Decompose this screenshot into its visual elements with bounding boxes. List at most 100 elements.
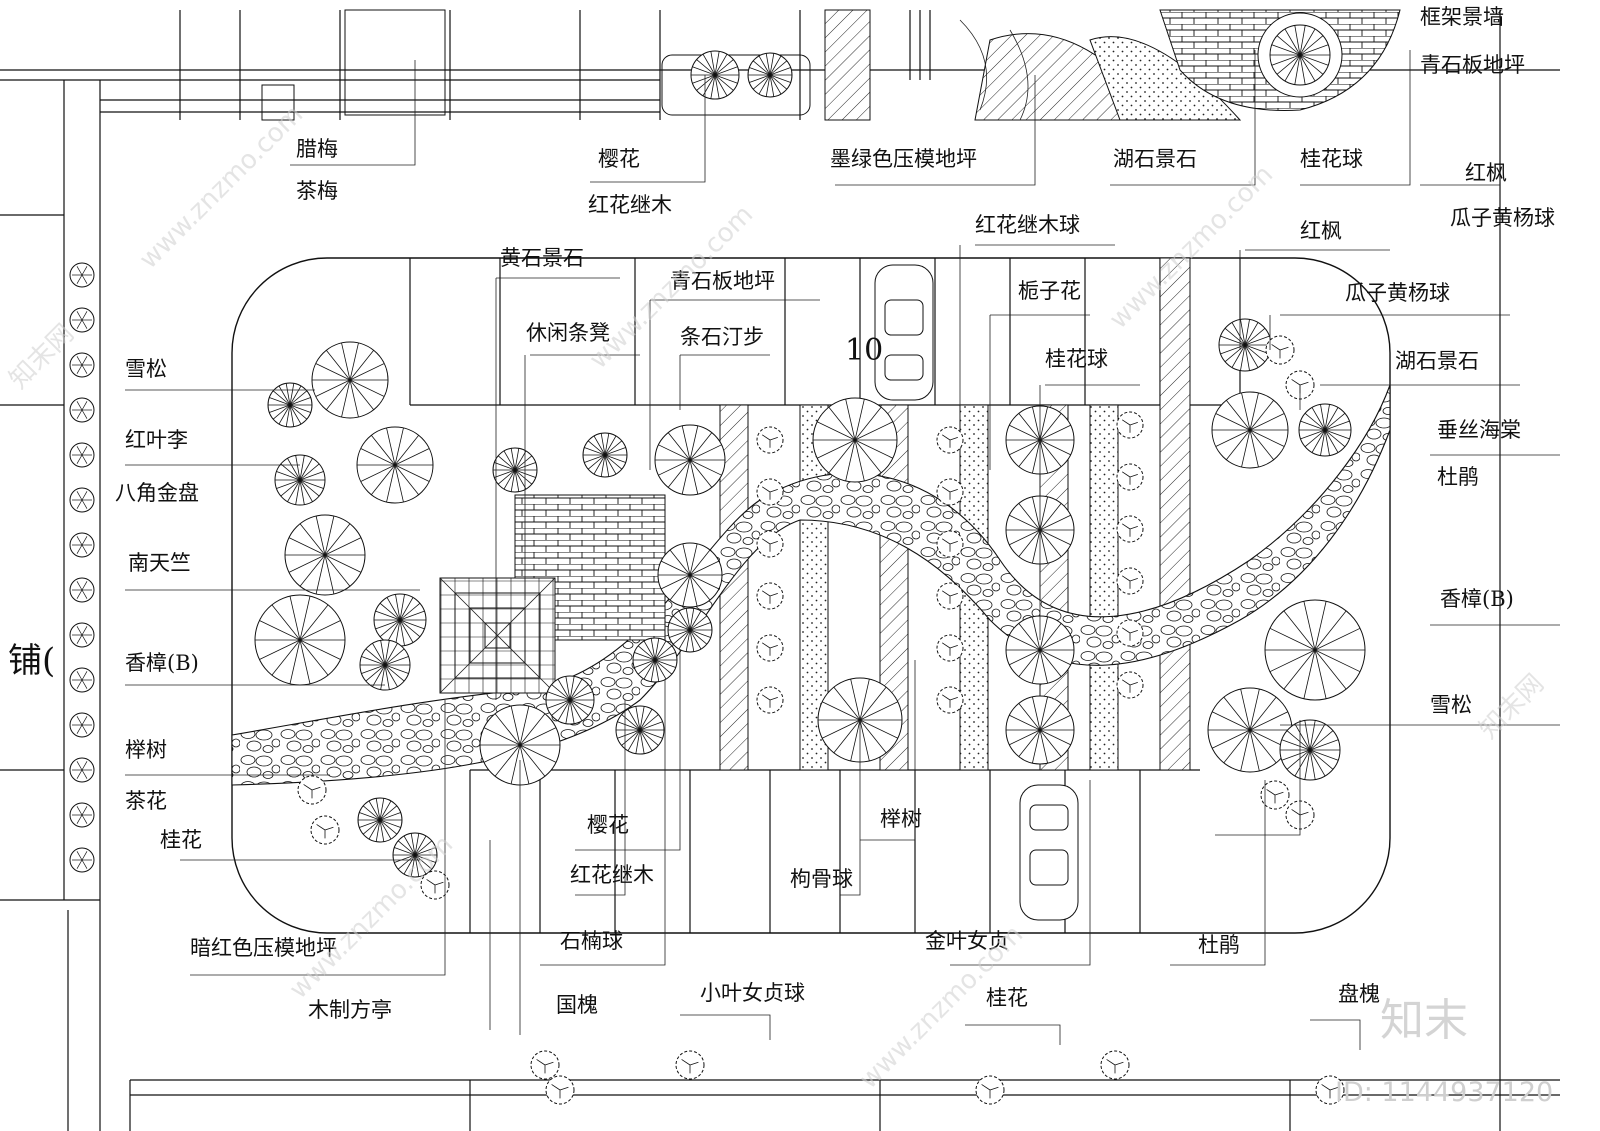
tree-symbol [357,797,403,843]
car-top [874,264,934,401]
tree-symbol [812,397,898,483]
label-guihuaqiu-mid: 桂花球 [1045,347,1108,371]
label-xiaoye: 小叶女贞球 [700,981,805,1005]
shrub-ball-symbol [1116,567,1144,595]
tree-symbol [1269,24,1331,86]
label-chahua: 茶花 [125,789,167,813]
shrub-symbol [69,622,95,648]
shrub-ball-symbol [756,634,784,662]
label-xiuxian: 休闲条凳 [526,321,610,345]
label-jinye: 金叶女贞 [925,929,1009,953]
shrub-symbol [69,532,95,558]
shrub-symbol [69,847,95,873]
label-hongjimu-top: 红花继木 [588,193,672,217]
tree-symbol [392,832,438,878]
label-guihua-left: 桂花 [160,828,202,852]
tree-symbol [359,639,411,691]
label-xiangzhang-right: 香樟(B) [1440,587,1514,611]
shrub-ball-symbol [975,1075,1005,1105]
shrub-ball-symbol [936,686,964,714]
label-hongjimuqiu: 红花继木球 [975,213,1080,237]
shrub-ball-symbol [675,1050,705,1080]
tree-symbol [615,705,665,755]
label-guohuai: 国槐 [556,993,598,1017]
tree-symbol [373,593,427,647]
tree-symbol [690,50,740,100]
shrub-symbol [69,442,95,468]
site-boundary [231,257,1391,934]
tree-symbol [632,637,678,683]
tree-symbol [1279,719,1341,781]
watermark-brand-2: 知末网 [1474,669,1550,745]
watermark-site-1: www.znzmo.com [134,100,309,275]
shrub-ball-symbol [1116,671,1144,699]
label-hongfeng-mid: 红枫 [1300,219,1342,243]
shrub-symbol [69,307,95,333]
label-gouguqiu: 枸骨球 [790,867,853,891]
label-jushu-mid: 榉树 [880,807,922,831]
shrub-symbol [69,577,95,603]
label-chuisi: 垂丝海棠 [1437,418,1521,442]
shrub-ball-symbol [756,478,784,506]
shrub-ball-symbol [530,1050,560,1080]
label-kuangjia: 框架景墙 [1420,5,1504,29]
tree-symbol [657,542,723,608]
label-hongjimu-bot: 红花继木 [570,863,654,887]
shrub-ball-symbol [756,582,784,610]
car-bottom [1019,784,1079,921]
label-bajiao: 八角金盘 [115,481,199,505]
watermark-site-3: www.znzmo.com [1104,160,1279,335]
watermark-brand-1: 知末网 [4,319,80,395]
tree-symbol [1218,318,1272,372]
shrub-ball-symbol [936,478,964,506]
tree-symbol [1005,695,1075,765]
label-hushi-mid: 湖石景石 [1395,349,1479,373]
label-qingshi-top: 青石板地坪 [1420,53,1525,77]
label-guihua-bot: 桂花 [986,986,1028,1010]
tree-symbol [356,426,434,504]
tree-symbol [747,52,793,98]
tree-symbol [667,607,713,653]
tree-symbol [1211,391,1289,469]
label-panhuai: 盘槐 [1338,982,1380,1006]
label-molv: 墨绿色压模地坪 [830,147,977,171]
watermark-site-4: www.znzmo.com [284,830,459,1005]
label-xuesong-left: 雪松 [125,357,167,381]
plant-labels: 腊梅 茶梅 樱花 红花继木 墨绿色压模地坪 湖石景石 桂花球 框架景墙 青石板地… [8,5,1555,1022]
label-guazi-right: 瓜子黄杨球 [1450,206,1555,230]
watermark-id: ID: 1144937120 [1335,1077,1553,1108]
label-yinghua-top: 樱花 [598,147,640,171]
leader-lines [125,50,1560,1050]
shrub-ball-symbol [1116,515,1144,543]
label-qingshi-mid: 青石板地坪 [670,269,775,293]
label-xuesong-right: 雪松 [1430,693,1472,717]
label-hongyeli: 红叶李 [125,428,188,452]
top-right-garden [959,9,1401,121]
shrub-symbol [69,352,95,378]
label-hushi-top: 湖石景石 [1113,147,1197,171]
tree-symbol [1298,403,1352,457]
tree-symbol [654,424,726,496]
shrub-ball-symbol [1265,335,1295,365]
shrub-symbol [69,757,95,783]
label-dujuan-bot: 杜鹃 [1198,933,1240,957]
label-hongfeng-right: 红枫 [1465,161,1507,185]
shrub-ball-symbols [297,335,1345,1105]
label-pu: 铺( [8,641,55,681]
tree-symbol [267,382,313,428]
shrub-ball-symbol [936,426,964,454]
shrub-ball-symbol [936,530,964,558]
label-guihuaqiu-top: 桂花球 [1300,147,1363,171]
shrub-symbol [69,802,95,828]
label-huangshi: 黄石景石 [500,246,584,270]
shrub-symbol [69,667,95,693]
surrounding-buildings [0,9,1560,1131]
shrub-ball-symbol [1116,411,1144,439]
shrub-ball-symbol [936,582,964,610]
label-chamei: 茶梅 [296,179,338,203]
label-yinghua-bot: 樱花 [587,813,629,837]
shrub-ball-symbol [420,870,450,900]
tree-symbol [492,447,538,493]
label-jushu-left: 榉树 [125,738,167,762]
shrub-symbol [69,262,95,288]
